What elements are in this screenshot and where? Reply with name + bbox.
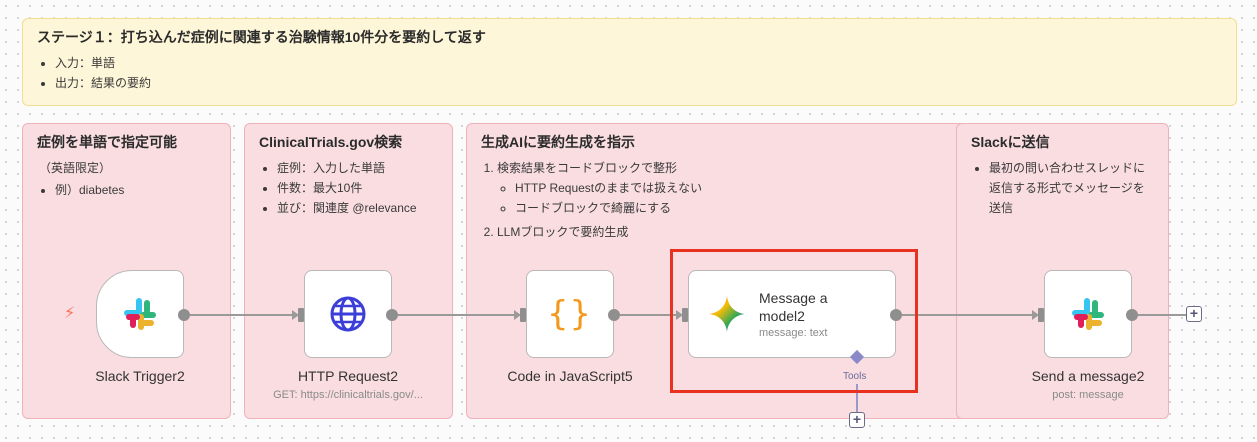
section-ai-step-text: 検索結果をコードブロックで整形 <box>497 161 678 175</box>
connection-arrow <box>514 310 521 320</box>
section-http-list: 症例：入力した単語 件数：最大10件 並び：関連度 @relevance <box>259 158 438 218</box>
section-http[interactable]: ClinicalTrials.gov検索 症例：入力した単語 件数：最大10件 … <box>244 123 453 419</box>
section-ai-title: 生成AIに要約生成を指示 <box>481 134 635 150</box>
slack-icon <box>124 298 156 330</box>
stage-note-output: 出力：結果の要約 <box>55 73 1222 93</box>
section-http-bullet: 件数：最大10件 <box>277 178 438 198</box>
add-node-button[interactable]: + <box>1186 306 1202 322</box>
stage-note-input: 入力：単語 <box>55 53 1222 73</box>
globe-icon <box>330 296 366 332</box>
section-ai-substep: HTTP Requestのままでは扱えない <box>515 178 954 198</box>
send-message-output-port[interactable] <box>1126 309 1138 321</box>
send-message-sublabel: post: message <box>1052 389 1124 401</box>
model-subtitle: message: text <box>759 327 828 339</box>
code-input-port[interactable] <box>520 308 526 322</box>
http-request-output-port[interactable] <box>386 309 398 321</box>
model-text: Message a model2 message: text <box>759 289 859 339</box>
section-ai-substep: コードブロックで綺麗にする <box>515 198 954 218</box>
connection-trigger-http[interactable] <box>190 314 296 316</box>
code-node[interactable]: {} <box>526 270 614 358</box>
add-tool-button[interactable]: + <box>849 412 865 428</box>
model-output-port[interactable] <box>890 309 902 321</box>
section-slack-title: Slackに送信 <box>971 134 1050 150</box>
section-trigger-note: （英語限定） <box>39 161 112 175</box>
slack-trigger-output-port[interactable] <box>178 309 190 321</box>
stage-note-list: 入力：単語 出力：結果の要約 <box>37 53 1222 93</box>
highlight-box <box>670 249 918 393</box>
http-request-sublabel: GET: https://clinicaltrials.gov/... <box>273 389 423 401</box>
code-label: Code in JavaScript5 <box>507 368 633 384</box>
connection-arrow <box>676 310 683 320</box>
http-request-input-port[interactable] <box>298 308 304 322</box>
section-ai-steps: 検索結果をコードブロックで整形 HTTP Requestのままでは扱えない コー… <box>481 158 954 242</box>
model-input-port[interactable] <box>682 308 688 322</box>
connection-arrow <box>1032 310 1039 320</box>
model-node[interactable]: Message a model2 message: text <box>688 270 896 358</box>
code-braces-icon: {} <box>547 294 593 334</box>
section-trigger[interactable]: 症例を単語で指定可能 （英語限定） 例）diabetes <box>22 123 231 419</box>
section-http-title: ClinicalTrials.gov検索 <box>259 134 403 150</box>
trigger-bolt-icon: ⚡ <box>64 305 76 322</box>
section-ai-substeps: HTTP Requestのままでは扱えない コードブロックで綺麗にする <box>497 178 954 218</box>
model-title: Message a model2 <box>759 290 828 324</box>
tools-label: Tools <box>843 371 867 382</box>
code-output-port[interactable] <box>608 309 620 321</box>
tools-connector <box>856 384 858 412</box>
stage-note-title: ステージ１：打ち込んだ症例に関連する治験情報10件分を要約して返す <box>37 29 486 45</box>
gemini-icon <box>709 296 745 332</box>
section-trigger-title: 症例を単語で指定可能 <box>37 134 177 150</box>
slack-trigger-node[interactable] <box>96 270 184 358</box>
slack-trigger-label: Slack Trigger2 <box>95 368 185 384</box>
http-request-label: HTTP Request2 <box>297 368 399 384</box>
section-ai-step: LLMブロックで要約生成 <box>497 222 954 242</box>
connection-code-model[interactable] <box>620 314 680 316</box>
section-slack-bullet: 最初の問い合わせスレッドに返信する形式でメッセージを送信 <box>989 158 1154 218</box>
section-trigger-list: 例）diabetes <box>37 180 216 200</box>
section-slack-list: 最初の問い合わせスレッドに返信する形式でメッセージを送信 <box>971 158 1154 218</box>
connection-http-code[interactable] <box>398 314 518 316</box>
connection-send-plus[interactable] <box>1138 314 1186 316</box>
section-http-bullet: 症例：入力した単語 <box>277 158 438 178</box>
section-http-bullet: 並び：関連度 @relevance <box>277 198 438 218</box>
connection-arrow <box>292 310 299 320</box>
http-request-node[interactable] <box>304 270 392 358</box>
send-message-node[interactable] <box>1044 270 1132 358</box>
connection-model-send[interactable] <box>902 314 1036 316</box>
send-message-label: Send a message2 <box>1031 368 1145 384</box>
send-message-input-port[interactable] <box>1038 308 1044 322</box>
stage-note[interactable]: ステージ１：打ち込んだ症例に関連する治験情報10件分を要約して返す 入力：単語 … <box>22 18 1237 106</box>
section-ai-step: 検索結果をコードブロックで整形 HTTP Requestのままでは扱えない コー… <box>497 158 954 218</box>
section-trigger-example: 例）diabetes <box>55 180 216 200</box>
slack-icon <box>1072 298 1104 330</box>
